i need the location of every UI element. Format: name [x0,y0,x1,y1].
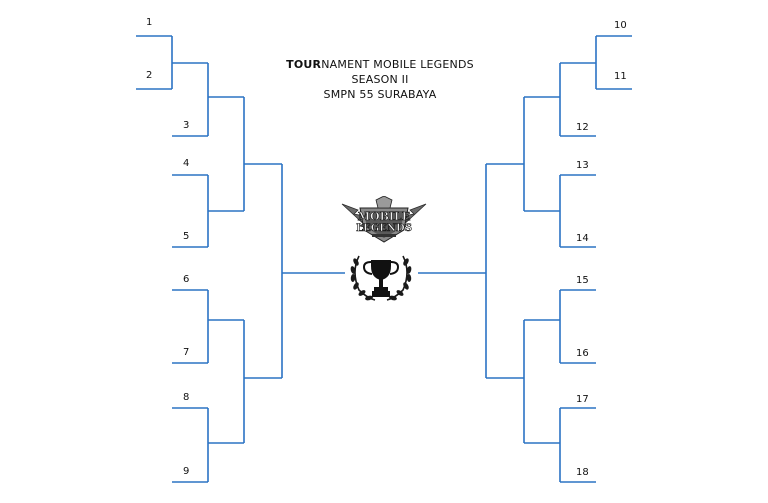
seed-label: 12 [576,122,589,133]
seed-label: 9 [183,466,190,477]
title-bold-part: TOUR [286,58,322,71]
trophy-laurel-icon [350,255,412,301]
seed-label: 16 [576,348,589,359]
seed-label: 5 [183,231,190,242]
seed-label: 3 [183,120,190,131]
seed-label: 6 [183,274,190,285]
bracket-connector [418,164,487,378]
bracket-connector [207,63,244,136]
bracket-connector [486,320,525,443]
bracket-connector [524,175,561,247]
bracket-connector [524,290,561,363]
seed-label: 15 [576,275,589,286]
bracket-connector [560,36,597,89]
logo-text-mobile: MOBILE [358,210,410,223]
bracket-connector [243,320,282,443]
seed-label: 1 [146,17,153,28]
seed-label: 2 [146,70,153,81]
seed-label: 4 [183,158,190,169]
seed-label: 18 [576,467,589,478]
bracket-connector [486,97,525,211]
seed-label: 7 [183,347,190,358]
title-rest: NAMENT MOBILE LEGENDS [321,58,474,71]
seed-label: 14 [576,233,589,244]
seed-label: 13 [576,160,589,171]
page-title: TOURNAMENT MOBILE LEGENDS [250,57,510,72]
logo-text-legends: LEGENDS [356,223,412,234]
seed-label: 17 [576,394,589,405]
bracket-connector [524,408,561,482]
bracket-connector [207,175,244,247]
title-school: SMPN 55 SURABAYA [323,88,437,101]
mobile-legends-logo: MOBILE LEGENDS [341,196,427,243]
title-season: SEASON II [351,73,409,86]
seed-label: 8 [183,392,190,403]
bracket-connector [281,164,345,378]
bracket-connector [243,97,282,211]
bracket-connector [207,290,244,363]
bracket-connector [524,63,561,136]
bracket-connector [207,408,244,482]
seed-label: 11 [614,71,627,82]
seed-label: 10 [614,20,627,31]
bracket-connector [171,36,208,89]
